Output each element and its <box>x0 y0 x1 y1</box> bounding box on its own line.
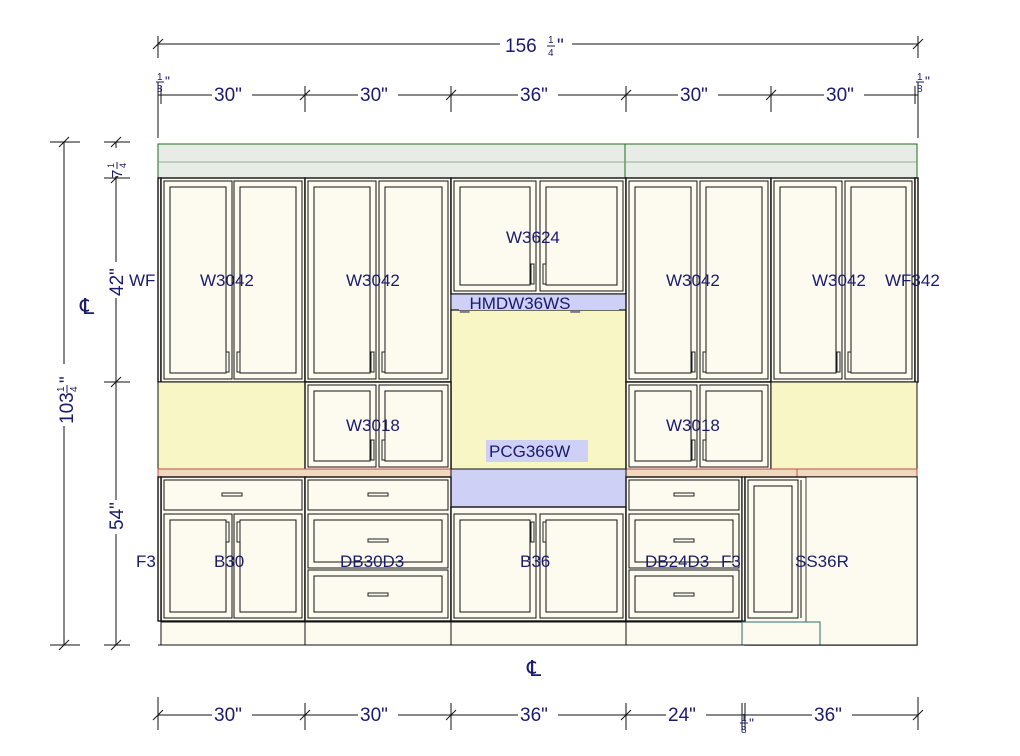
overall-height-dimension: 103 1 4 " <box>50 136 80 651</box>
section-height-dimensions: 7 1 4 42" 54" <box>104 136 130 651</box>
bottom-gap-inch: " <box>749 715 754 731</box>
top-width-4: 30" <box>680 85 708 106</box>
bottom-width-3: 36" <box>520 705 548 726</box>
top-width-5: 30" <box>826 85 854 106</box>
bottom-cabinet-widths-dimension: 30" 30" 36" 24" 36" 1 8 " <box>152 697 924 736</box>
top-width-3: 36" <box>520 85 548 106</box>
label-b30: B30 <box>214 552 244 571</box>
crown-molding <box>157 143 918 179</box>
overall-width-frac-den: 4 <box>548 48 554 59</box>
overall-width-inch: " <box>557 36 564 57</box>
label-f3-left: F3 <box>136 552 156 571</box>
upper-cabinet-w3042-2 <box>304 177 452 383</box>
top-width-1: 30" <box>214 85 242 106</box>
label-hood: _HMDW36WS_ <box>459 294 581 313</box>
base-cabinet-ss36r <box>744 476 918 646</box>
crown-height-value: 7 <box>109 170 126 178</box>
label-w3624: W3624 <box>506 228 560 247</box>
upper-cabinet-w3624 <box>450 177 627 295</box>
label-wf-left: WF <box>129 271 155 290</box>
overall-height-frac-den: 4 <box>69 386 80 392</box>
label-db24d3: DB24D3 <box>645 552 709 571</box>
toe-kick <box>158 621 917 646</box>
top-gap-left-den: 8 <box>157 84 163 95</box>
base-cabinet-b36 <box>450 506 627 622</box>
range-pcg366w <box>450 468 627 508</box>
upper-cabinet-w3018-1 <box>304 381 452 471</box>
base-cabinet-db30d3 <box>304 476 452 622</box>
upper-cabinet-w3042-3 <box>625 177 772 383</box>
bottom-gap-num: 1 <box>741 713 747 724</box>
backsplash-left <box>157 381 306 471</box>
overall-height-value: 103 <box>57 392 78 424</box>
bottom-gap-den: 8 <box>741 725 747 736</box>
overall-width-value: 156 <box>505 36 537 57</box>
label-w3042-4: W3042 <box>812 271 866 290</box>
overall-width-dimension: 156 1 4 " <box>152 33 924 59</box>
top-gap-right-num: 1 <box>917 72 923 83</box>
upper-cabinet-w3042-4 <box>770 177 916 383</box>
centerline-horizontal-icon: ℄ <box>526 656 542 681</box>
base-cabinet-b30 <box>160 476 306 622</box>
centerline-vertical-icon: ℄ <box>79 294 95 319</box>
label-pcg366w: PCG366W <box>489 442 570 461</box>
top-cabinet-widths-dimension: 30" 30" 36" 30" 30" 1 8 " 1 8 " <box>156 72 930 138</box>
upper-height-value: 42" <box>107 268 128 296</box>
cabinet-labels: WF W3042 W3042 W3624 _HMDW36WS_ W3042 W3… <box>129 228 940 571</box>
label-f3-right: F3 <box>721 552 741 571</box>
top-gap-right-den: 8 <box>917 84 923 95</box>
top-gap-left-inch: " <box>165 73 170 89</box>
label-wf342: WF342 <box>885 271 940 290</box>
label-ss36r: SS36R <box>795 552 849 571</box>
overall-height-inch: " <box>57 376 78 383</box>
top-gap-left-num: 1 <box>157 72 163 83</box>
label-db30d3: DB30D3 <box>340 552 404 571</box>
overall-width-frac-num: 1 <box>548 35 554 46</box>
label-w3042-2: W3042 <box>346 271 400 290</box>
label-b36: B36 <box>520 552 550 571</box>
crown-height-frac-den: 4 <box>118 163 128 168</box>
base-height-value: 54" <box>107 502 128 530</box>
bottom-width-5: 36" <box>814 705 842 726</box>
bottom-width-1: 30" <box>214 705 242 726</box>
label-w3018-2: W3018 <box>666 416 720 435</box>
label-w3042-1: W3042 <box>200 271 254 290</box>
overall-height-frac-num: 1 <box>56 386 67 392</box>
bottom-width-4: 24" <box>668 705 696 726</box>
label-w3018-1: W3018 <box>346 416 400 435</box>
bottom-width-2: 30" <box>360 705 388 726</box>
backsplash-right <box>770 381 918 471</box>
base-filler-left <box>157 476 162 622</box>
top-gap-right-inch: " <box>925 73 930 89</box>
label-w3042-3: W3042 <box>666 271 720 290</box>
base-cabinet-db24d3 <box>625 476 743 622</box>
crown-height-frac-num: 1 <box>106 163 116 168</box>
upper-cabinet-w3042-1 <box>160 177 306 383</box>
top-width-2: 30" <box>360 85 388 106</box>
